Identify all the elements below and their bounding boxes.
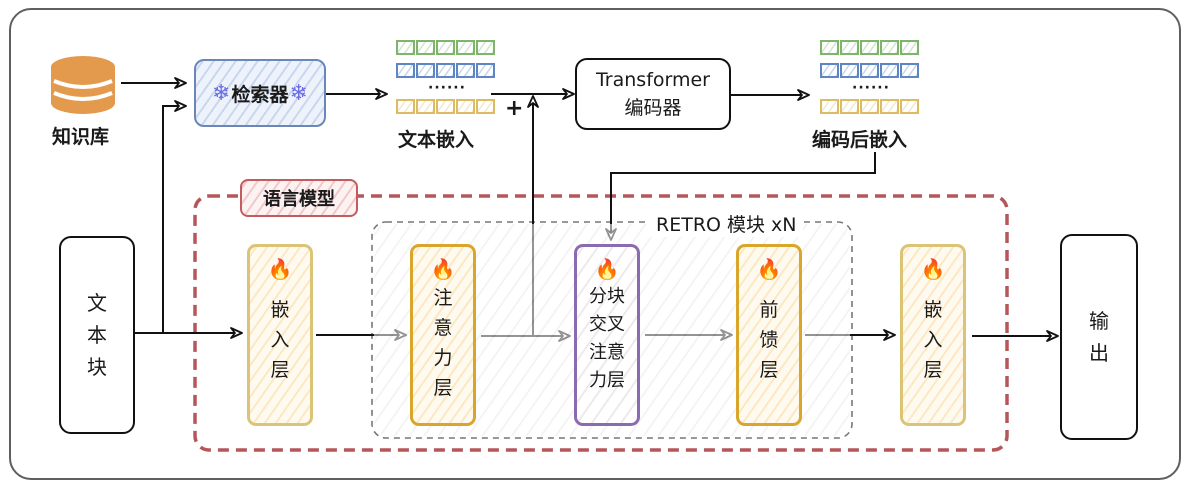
retriever-box: ❄ 检索器 ❄ <box>194 59 326 127</box>
embedding-cell <box>456 63 475 78</box>
embedding-row-green <box>820 40 920 55</box>
chunked-cross-attention-layer: 🔥 分块交叉注意力层 <box>574 244 640 426</box>
embedding-cell <box>456 40 475 55</box>
embedding-cell <box>456 99 475 114</box>
embedding-cell <box>436 40 455 55</box>
embedding-cell <box>860 99 879 114</box>
embedding-ellipsis: ······ <box>852 80 890 96</box>
embedding-cell <box>416 63 435 78</box>
embedding-cell <box>436 63 455 78</box>
flame-icon: 🔥 <box>594 257 620 281</box>
embedding-layer-input: 🔥 嵌入层 <box>247 244 313 426</box>
embedding-cell <box>900 63 919 78</box>
layer-label: 前馈层 <box>759 299 779 381</box>
attention-layer: 🔥 注意力层 <box>410 244 476 426</box>
embedding-cell <box>396 40 415 55</box>
flame-icon: 🔥 <box>756 257 782 281</box>
embedding-cell <box>436 99 455 114</box>
embedding-cell <box>880 63 899 78</box>
knowledge-base-label: 知识库 <box>52 126 110 148</box>
text-chunk-label: 文本块 <box>87 291 107 379</box>
snowflake-icon: ❄ <box>212 80 231 106</box>
encoder-label-line1: Transformer <box>595 68 710 91</box>
retro-block-label: RETRO 模块 xN <box>650 210 803 237</box>
language-model-container <box>193 194 1009 452</box>
arrow-encoded-to-cca <box>605 152 876 241</box>
embedding-cell <box>476 40 495 55</box>
embedding-cell <box>840 63 859 78</box>
embedding-cell <box>416 40 435 55</box>
embedding-cell <box>840 99 859 114</box>
embedding-cell <box>900 40 919 55</box>
embedding-cell <box>476 99 495 114</box>
embedding-cell <box>840 40 859 55</box>
database-icon <box>51 56 115 114</box>
embedding-cell <box>416 99 435 114</box>
embedding-layer-output: 🔥 嵌入层 <box>900 244 966 426</box>
embedding-cell <box>396 99 415 114</box>
embedding-row-green <box>396 40 496 55</box>
language-model-label-box: 语言模型 <box>240 179 358 217</box>
layer-label: 注意力层 <box>433 287 453 399</box>
flame-icon: 🔥 <box>920 257 946 281</box>
embedding-cell <box>860 63 879 78</box>
encoded-embedding-label: 编码后嵌入 <box>812 129 908 151</box>
layer-label: 嵌入层 <box>270 299 290 381</box>
layer-label: 嵌入层 <box>923 299 943 381</box>
output-label: 输出 <box>1089 309 1109 365</box>
embedding-ellipsis: ······ <box>428 80 466 96</box>
embedding-row-yellow <box>396 99 496 114</box>
arrow-chunk-to-retriever <box>162 100 187 333</box>
text-chunk-box: 文本块 <box>59 236 135 434</box>
snowflake-icon: ❄ <box>289 80 308 106</box>
layer-label: 分块交叉注意力层 <box>589 286 625 391</box>
language-model-label: 语言模型 <box>263 189 335 210</box>
embedding-cell <box>820 99 839 114</box>
embedding-cell <box>476 63 495 78</box>
diagram-frame <box>9 8 1181 480</box>
feed-forward-layer: 🔥 前馈层 <box>736 244 802 426</box>
embedding-row-blue <box>820 63 920 78</box>
flame-icon: 🔥 <box>267 257 293 281</box>
transformer-encoder-box: Transformer 编码器 <box>575 58 731 130</box>
embedding-row-blue <box>396 63 496 78</box>
embedding-cell <box>860 40 879 55</box>
embedding-row-yellow <box>820 99 920 114</box>
embedding-cell <box>900 99 919 114</box>
embedding-cell <box>880 40 899 55</box>
embedding-cell <box>820 40 839 55</box>
output-box: 输出 <box>1060 234 1138 440</box>
text-embedding-label: 文本嵌入 <box>398 129 475 151</box>
embedding-cell <box>880 99 899 114</box>
embedding-cell <box>396 63 415 78</box>
embedding-cell <box>820 63 839 78</box>
flame-icon: 🔥 <box>430 257 456 281</box>
encoder-label-line2: 编码器 <box>624 96 682 119</box>
retriever-label: 检索器 <box>231 83 289 106</box>
plus-sign: + <box>505 96 524 121</box>
